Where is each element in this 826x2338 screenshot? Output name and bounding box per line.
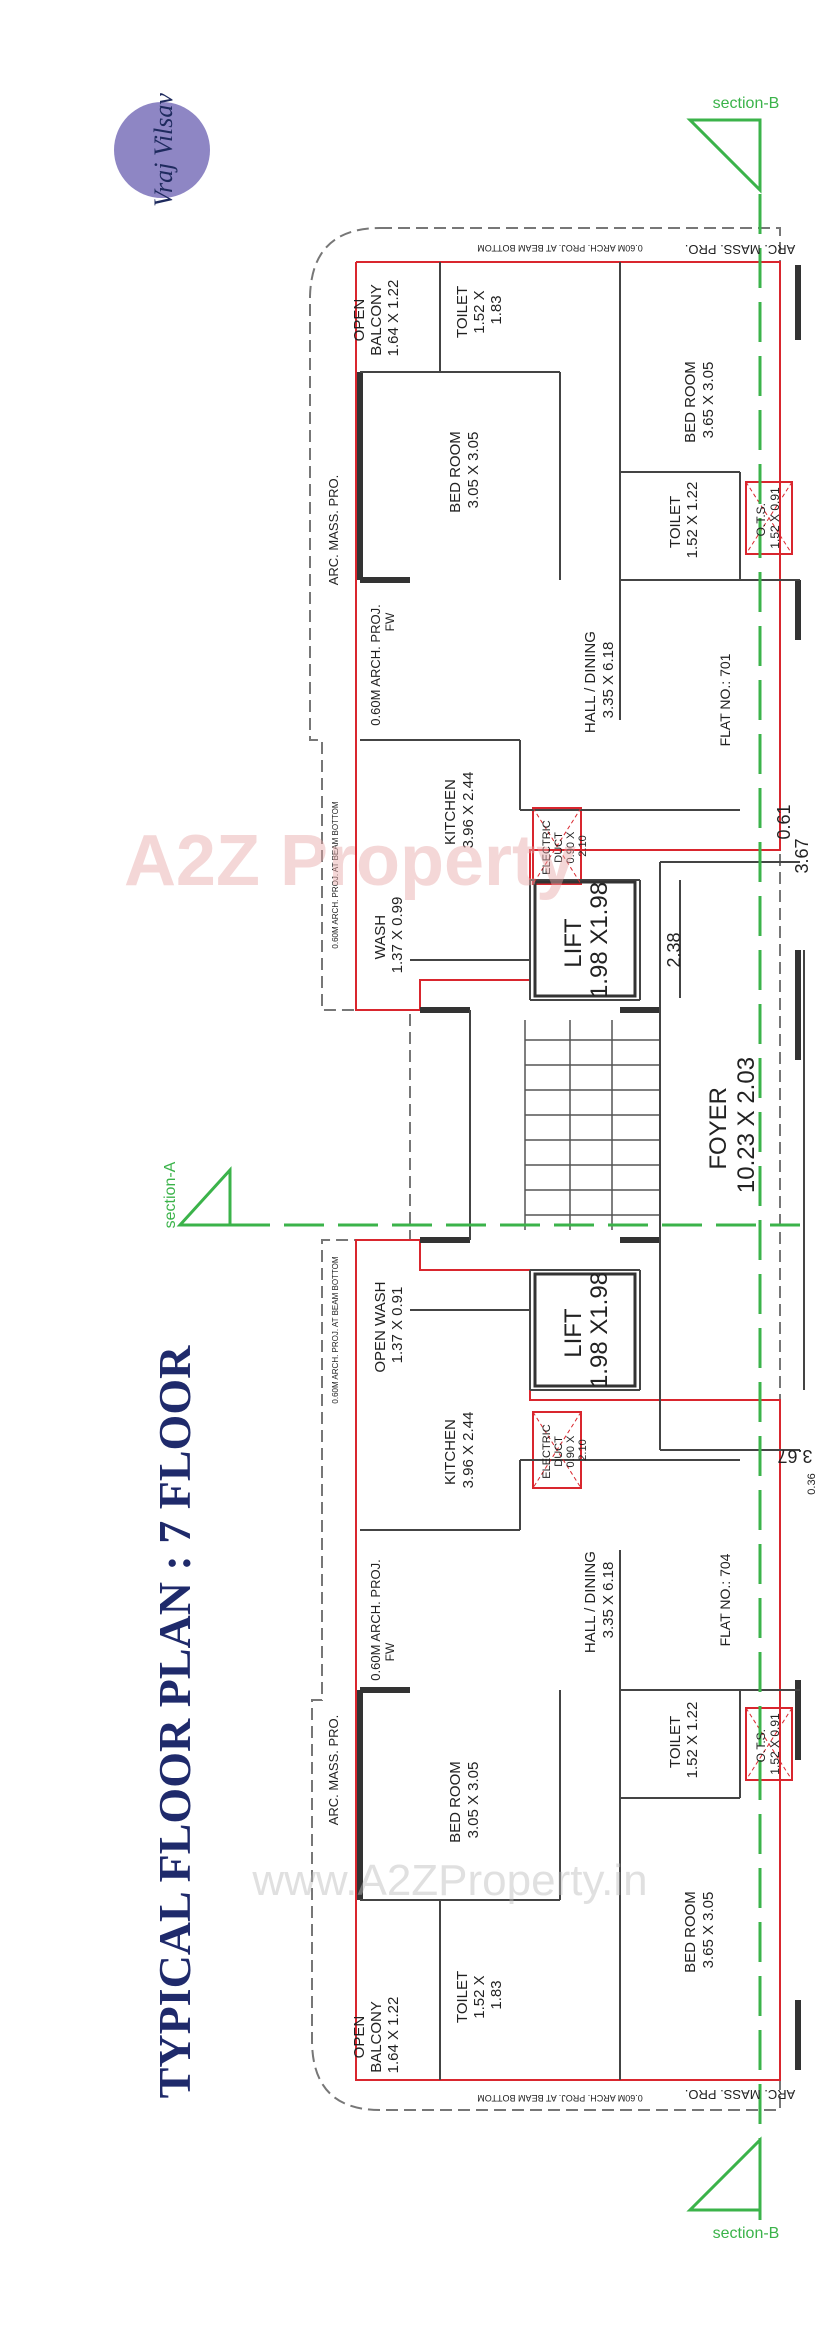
bed-room-a-701: BED ROOM 3.05 X 3.05	[447, 427, 482, 513]
open-balcony-704: OPEN BALCONY 1.64 X 1.22	[351, 1997, 402, 2074]
ots-701: O.T.S. 1.52 X 0.91	[754, 487, 782, 549]
section-a-label: section-A	[162, 1161, 179, 1228]
fw-701: FW	[383, 612, 397, 631]
arch-proj-beam-704: 0.60M ARCH. PROJ. AT BEAM BOTTOM	[477, 2093, 643, 2103]
walls	[357, 265, 801, 2070]
wash-701: WASH 1.37 X 0.99	[372, 897, 406, 974]
toilet-a-704: TOILET 1.52 X 1.83	[454, 1967, 505, 2023]
bed-room-b-701: BED ROOM 3.65 X 3.05	[682, 357, 717, 443]
watermark-brand: A2Z Property	[124, 821, 576, 901]
kitchen-704: KITCHEN 3.96 X 2.44	[442, 1412, 477, 1489]
lift-top: LIFT 1.98 X1.98	[560, 882, 613, 998]
dim-367-704: 3.67	[777, 1446, 812, 1466]
staircase	[524, 1020, 660, 1230]
bed-room-b-704: BED ROOM 3.65 X 3.05	[682, 1887, 717, 1973]
arc-mass-pro-b-704: ARC. MASS. PRO.	[685, 2087, 796, 2102]
interior-walls	[360, 262, 800, 2080]
toilet-b-704: TOILET 1.52 X 1.22	[667, 1702, 701, 1779]
dim-061-701: 0.61	[774, 804, 794, 839]
arch-proj-beam-701: 0.60M ARCH. PROJ. AT BEAM BOTTOM	[477, 243, 643, 253]
watermark-url: www.A2ZProperty.in	[251, 1856, 647, 1905]
arch-proj-704: 0.60M ARCH. PROJ.	[368, 1559, 383, 1680]
open-balcony-701: OPEN BALCONY 1.64 X 1.22	[351, 280, 402, 357]
arch-proj-701: 0.60M ARCH. PROJ.	[368, 604, 383, 725]
core: LIFT 1.98 X1.98 LIFT 1.98 X1.98 FOYER 10…	[560, 882, 760, 1388]
electric-duct-704: ELECTRIC DUCT 0.90 X 2.10	[541, 1421, 589, 1478]
foyer: FOYER 10.23 X 2.03	[705, 1057, 760, 1193]
hall-701: HALL / DINING 3.35 X 6.18	[582, 627, 617, 733]
core-lines	[659, 861, 805, 1451]
kitchen-701: KITCHEN 3.96 X 2.44	[442, 772, 477, 849]
fw-704: FW	[383, 1642, 397, 1661]
hall-704: HALL / DINING 3.35 X 6.18	[582, 1547, 617, 1653]
arc-mass-pro-704: ARC. MASS. PRO.	[326, 1715, 341, 1826]
lift-bottom: LIFT 1.98 X1.98	[560, 1272, 613, 1388]
page-title: TYPICAL FLOOR PLAN : 7 FLOOR	[149, 1345, 200, 2098]
arch-proj-beam-small-704: 0.60M ARCH. PROJ. AT BEAM BOTTOM	[331, 1256, 340, 1403]
arc-mass-pro-701: ARC. MASS. PRO.	[326, 475, 341, 586]
logo-text: Vraj Vilsav	[149, 93, 178, 207]
outer-boundary	[309, 227, 781, 2111]
section-b-top-label: section-B	[713, 95, 780, 112]
logo: Vraj Vilsav	[114, 93, 210, 207]
flat-701: OPEN BALCONY 1.64 X 1.22 TOILET 1.52 X 1…	[326, 242, 812, 973]
arch-proj-beam-small-701: 0.60M ARCH. PROJ. AT BEAM BOTTOM	[331, 801, 340, 948]
lift-shafts	[533, 880, 637, 1388]
flat-no-701: FLAT NO.: 701	[717, 653, 733, 746]
flat-no-704: FLAT NO.: 704	[717, 1553, 733, 1646]
duct-crosses	[532, 481, 793, 1781]
ots-704: O.T.S. 1.52 X 0.91	[754, 1713, 782, 1775]
open-wash-704: OPEN WASH 1.37 X 0.91	[372, 1277, 406, 1372]
arc-mass-pro-b-701: ARC. MASS. PRO.	[685, 242, 796, 257]
dim-238: 2.38	[664, 932, 684, 967]
toilet-b-701: TOILET 1.52 X 1.22	[667, 482, 701, 559]
dim-367-701: 3.67	[792, 838, 812, 873]
section-b-bottom-label: section-B	[713, 2225, 780, 2242]
toilet-a-701: TOILET 1.52 X 1.83	[454, 282, 505, 338]
flat-704: OPEN BALCONY 1.64 X 1.22 TOILET 1.52 X 1…	[326, 1256, 818, 2103]
red-outline	[355, 261, 793, 2081]
dim-036-704: 0.36	[806, 1473, 818, 1494]
section-lines	[176, 118, 800, 2220]
bed-room-a-704: BED ROOM 3.05 X 3.05	[447, 1757, 482, 1843]
electric-duct-701: ELECTRIC DUCT 0.90 X 2.10	[541, 817, 589, 874]
